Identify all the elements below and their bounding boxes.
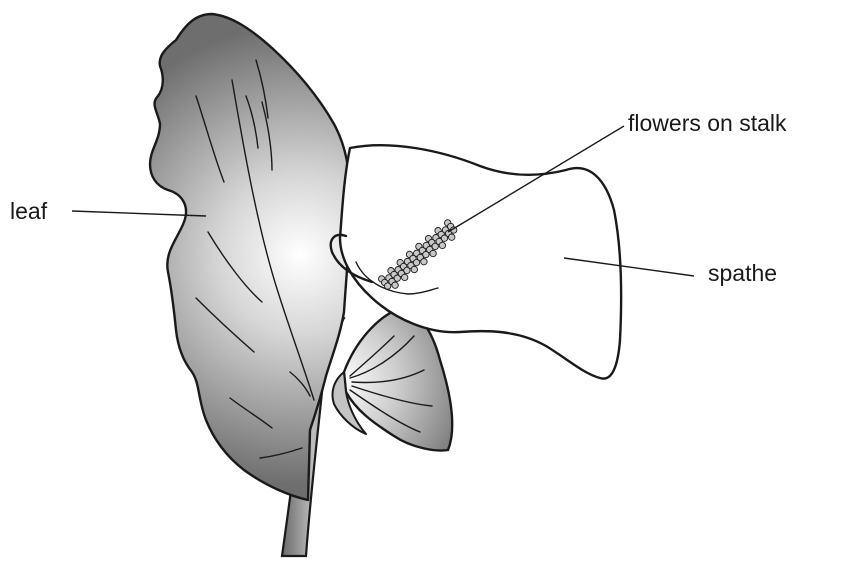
flower-bud	[392, 282, 398, 288]
flower-bud	[402, 274, 408, 280]
flower-bud	[430, 250, 436, 256]
large-leaf	[150, 14, 350, 500]
flower-bud	[439, 242, 445, 248]
leaf-label: leaf	[10, 198, 48, 224]
flower-bud	[411, 266, 417, 272]
flower-bud	[449, 234, 455, 240]
flowers-label: flowers on stalk	[628, 110, 787, 136]
spathe-label: spathe	[708, 260, 777, 286]
flower-bud	[421, 259, 427, 265]
